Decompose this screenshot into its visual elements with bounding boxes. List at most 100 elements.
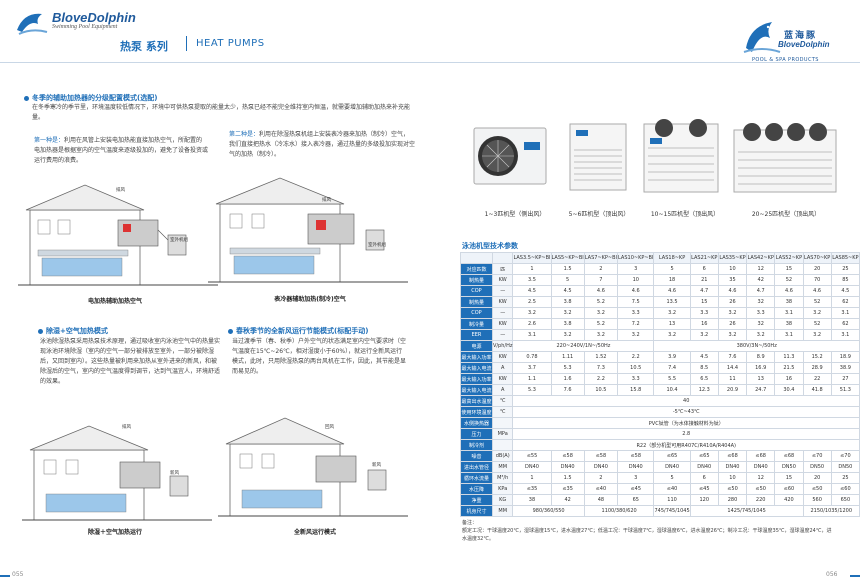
table-cell: ≤58: [617, 450, 655, 462]
table-cell: 62: [830, 318, 860, 330]
table-cell: ≤40: [583, 483, 619, 495]
table-cell: -5℃~43℃: [512, 406, 860, 418]
table-cell: 2: [583, 263, 619, 275]
label-fresh-3: 新风: [170, 471, 179, 476]
table-cell: 3.1: [830, 307, 860, 319]
table-cell: PVC钛管（为水体接触材料为钛）: [512, 417, 860, 429]
row-unit: 匹: [491, 263, 514, 275]
table-cell: 15: [774, 263, 804, 275]
brand-logo-icon: [14, 8, 50, 42]
dolphin-logo-icon: [742, 18, 782, 60]
bottom-bar-right: [850, 575, 860, 577]
row-unit: KG: [491, 494, 514, 506]
table-cell: 3.7: [512, 362, 552, 374]
table-cell: 6: [689, 263, 719, 275]
table-cell: 3.2: [717, 329, 748, 341]
table-cell: ≤58: [583, 450, 619, 462]
table-cell: 3.1: [774, 307, 804, 319]
table-cell: 3.3: [689, 307, 719, 319]
table-cell: ≤70: [802, 450, 832, 462]
row-unit: KW: [491, 296, 514, 308]
table-cell: 38.9: [830, 362, 860, 374]
row-label: 最大输入功率: [460, 351, 493, 363]
table-cell: 48: [583, 494, 619, 506]
header-divider: [0, 62, 860, 63]
table-cell: 380V/3N~/50Hz: [653, 340, 860, 352]
table-cell: DN40: [746, 461, 776, 473]
logo-name-cn: 蓝海豚: [784, 31, 818, 41]
row-label: 最大输入电流: [460, 362, 493, 374]
table-cell: 11: [717, 373, 748, 385]
table-cell: 38: [774, 318, 804, 330]
table-cell: 26: [717, 318, 748, 330]
table-cell: 62: [830, 296, 860, 308]
table-cell: 3.3: [617, 307, 655, 319]
table-cell: 1100/380/620: [583, 505, 655, 517]
table-cell: 4.5: [512, 285, 552, 297]
row-label: 最大输入电流: [460, 384, 493, 396]
page-number-right: 056: [826, 571, 838, 578]
table-cell: 980/360/550: [512, 505, 585, 517]
row-unit: V/ph/Hz: [491, 340, 514, 352]
table-cell: 110: [653, 494, 691, 506]
table-cell: ≤50: [802, 483, 832, 495]
table-cell: ≤68: [746, 450, 776, 462]
label-outdoor-1: 室外机组: [170, 238, 188, 243]
table-cell: 2.8: [512, 428, 860, 440]
table-cell: 12: [746, 263, 776, 275]
row-unit: [491, 439, 514, 451]
row-label: 最高出水温度: [460, 395, 493, 407]
row-label: 水压降: [460, 483, 493, 495]
row-unit: MM: [491, 505, 514, 517]
table-cell: 3.3: [746, 307, 776, 319]
row-label: 压力: [460, 428, 493, 440]
row-label: 制热量: [460, 274, 493, 286]
table-cell: 24.7: [746, 384, 776, 396]
table-cell: 4.5: [689, 351, 719, 363]
table-cell: 10.4: [653, 384, 691, 396]
row-unit: ℃: [491, 395, 514, 407]
table-cell: 1.1: [512, 373, 552, 385]
row-unit: KPa: [491, 483, 514, 495]
type1-description: 第一种是：利用在风管上安装电加热能直接加热空气，所配置的电加热器是根据室内的空气…: [34, 137, 209, 164]
table-cell: 1: [512, 263, 552, 275]
table-cell: DN40: [617, 461, 655, 473]
table-cell: 1: [512, 472, 552, 484]
row-label: COP: [460, 285, 493, 297]
table-cell: 52: [774, 274, 804, 286]
table-cell: ≤55: [512, 450, 552, 462]
table-cell: 1.5: [550, 472, 585, 484]
table-cell: 3.2: [802, 307, 832, 319]
model-header: LAS42~KP: [746, 252, 776, 264]
row-label: 最大输入功率: [460, 373, 493, 385]
row-label: 制冷剂: [460, 439, 493, 451]
table-cell: ≤40: [653, 483, 691, 495]
table-cell: 21: [689, 274, 719, 286]
table-cell: 280: [717, 494, 748, 506]
section-title-aux-heating: 冬季的辅助加热器的分级配置模式(选配): [24, 93, 157, 103]
brand-name: BloveDolphin: [52, 10, 136, 25]
table-cell: 16.9: [746, 362, 776, 374]
table-cell: 30.4: [774, 384, 804, 396]
table-cell: 3.5: [512, 274, 552, 286]
product-caption-3: 10~15匹机型（顶出风）: [650, 211, 720, 218]
table-cell: 3.2: [653, 329, 691, 341]
caption-dehumid-heating: 除湿＋空气加热运行: [87, 529, 142, 536]
model-header: LAS70~KP: [802, 252, 832, 264]
table-cell: 2.2: [583, 373, 619, 385]
section-para-dehumid: 泳池除湿热泵采用热泵技术原理，通过吸收室内泳池空气中的热量实现泳池环境除湿（室内…: [40, 338, 221, 385]
table-cell: 2150/1035/1200: [802, 505, 860, 517]
row-label: 净重: [460, 494, 493, 506]
table-cell: DN50: [802, 461, 832, 473]
page-number-left: 055: [12, 571, 24, 578]
section-title-dehumid: 除湿+空气加热模式: [38, 326, 108, 336]
table-cell: 1.11: [550, 351, 585, 363]
table-cell: 4.6: [802, 285, 832, 297]
